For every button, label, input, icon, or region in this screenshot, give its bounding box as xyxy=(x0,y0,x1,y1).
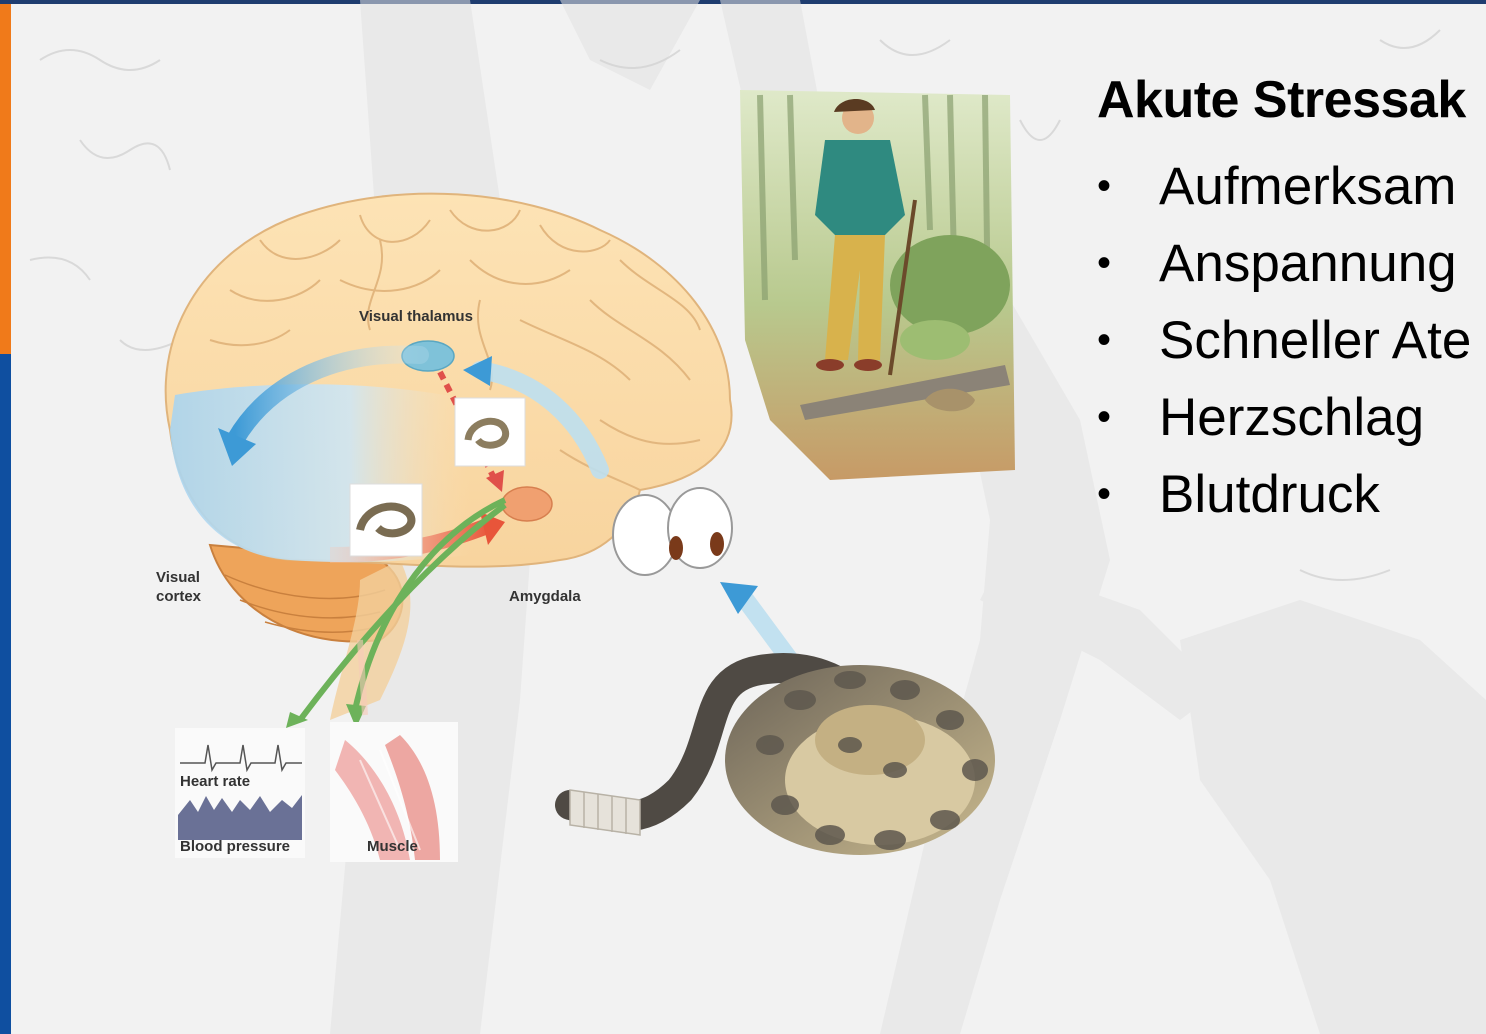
bullet-dot-icon: • xyxy=(1097,456,1111,533)
bullet-dot-icon: • xyxy=(1097,379,1111,456)
bullet-item: • Herzschlag xyxy=(1097,379,1471,456)
bullet-item: • Blutdruck xyxy=(1097,456,1471,533)
bullet-item: • Schneller Ate xyxy=(1097,302,1471,379)
bullet-text: Aufmerksam xyxy=(1159,157,1456,216)
forest-hiker-picture xyxy=(740,90,1015,480)
amygdala-label: Amygdala xyxy=(509,588,581,605)
bullet-text: Herzschlag xyxy=(1159,388,1424,447)
heart-rate-label: Heart rate xyxy=(180,773,250,790)
bullet-list: • Aufmerksam • Anspannung • Schneller Ate •… xyxy=(1097,148,1471,533)
bullet-dot-icon: • xyxy=(1097,302,1111,379)
bullet-text: Schneller Ate xyxy=(1159,311,1471,370)
bullet-text: Anspannung xyxy=(1159,234,1457,293)
slide-title: Akute Stressak xyxy=(1097,70,1466,130)
bullet-dot-icon: • xyxy=(1097,148,1111,225)
bullet-text: Blutdruck xyxy=(1159,465,1380,524)
bullet-dot-icon: • xyxy=(1097,225,1111,302)
blood-pressure-label: Blood pressure xyxy=(180,838,290,855)
amygdala-shape xyxy=(502,487,552,521)
eyes-illustration xyxy=(613,488,732,575)
bullet-item: • Anspannung xyxy=(1097,225,1471,302)
visual-cortex-label: Visual cortex xyxy=(156,568,201,606)
bullet-item: • Aufmerksam xyxy=(1097,148,1471,225)
rattlesnake-illustration xyxy=(570,665,995,855)
muscle-label: Muscle xyxy=(367,838,418,855)
visual-cortex-label-line1: Visual xyxy=(156,568,201,587)
visual-thalamus-label: Visual thalamus xyxy=(359,308,473,325)
visual-cortex-label-line2: cortex xyxy=(156,587,201,606)
